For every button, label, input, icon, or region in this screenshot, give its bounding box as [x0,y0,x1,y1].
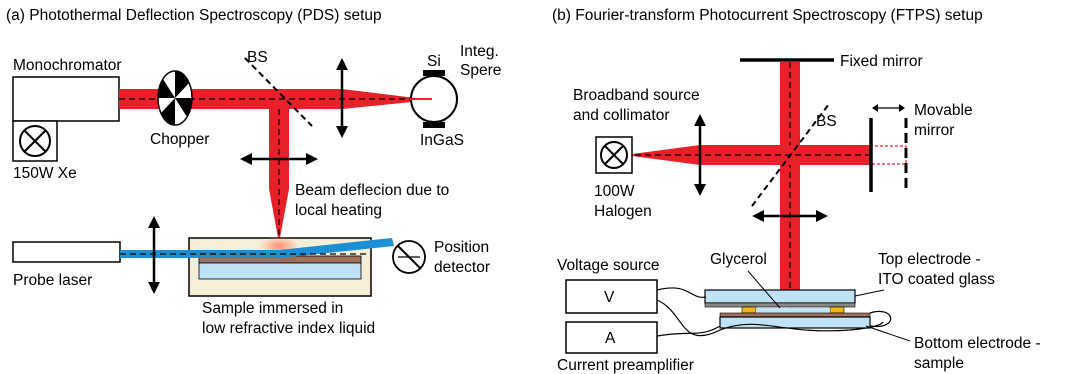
voltage-source-label: Voltage source [557,257,660,274]
position-detector-label-line2: detector [434,259,490,276]
monochromator-label: Monochromator [13,57,122,74]
pds-beamsplitter-icon [244,57,313,127]
top-electrode-label-line2: ITO coated glass [878,271,995,288]
panel-a-title: (a) Photothermal Deflection Spectroscopy… [6,7,382,24]
sample-label-line1: Sample immersed in [202,300,343,317]
current-preamp-label: Current preamplifier [557,357,694,374]
probe-laser-box [12,241,121,263]
probe-blue-beam [120,250,279,258]
halogen-lamp-icon [595,136,633,174]
current-preamp-symbol: A [605,330,616,347]
voltage-source-box [565,279,658,314]
ftps-focus-lens-icon [752,210,828,222]
collimator-lens-icon [694,114,706,196]
pds-red-beam-focus [342,89,432,109]
fixed-mirror-label: Fixed mirror [840,53,923,70]
pds-lens-vertical-icon [336,58,348,138]
monochromator-box [12,76,120,122]
pds-lens-horizontal-icon [240,153,318,165]
bottom-electrode-label-line1: Bottom electrode - [914,335,1041,352]
probe-lens-icon [148,216,160,294]
sphere-label-line1: Integ. [460,43,499,60]
source-label-line2: and collimator [573,107,670,124]
ftps-sample-stack [704,289,871,329]
chopper-icon [157,70,193,126]
bottom-electrode-label-line2: sample [914,355,964,372]
pds-beamsplitter-label: BS [247,49,268,66]
xe-lamp-icon [12,120,58,162]
voltage-source-symbol: V [604,289,615,306]
position-detector-label-line1: Position [434,239,489,256]
glycerol-label: Glycerol [710,251,767,268]
sample-cuvette [188,236,372,297]
panel-b-title: (b) Fourier-transform Photocurrent Spect… [552,7,983,24]
xe-lamp-label: 150W Xe [13,165,77,182]
si-detector-label: Si [427,53,441,70]
ingas-detector-label: InGaS [420,132,464,149]
panel-b: (b) Fourier-transform Photocurrent Spect… [552,7,1041,374]
deflection-label-line2: local heating [295,202,382,219]
ftps-beamsplitter-icon [751,103,830,207]
movable-mirror-icon [869,104,908,192]
top-electrode-label-line1: Top electrode - [878,251,981,268]
movable-mirror-label-line1: Movable [914,102,973,119]
panel-a: (a) Photothermal Deflection Spectroscopy… [6,7,501,337]
deflection-label-line1: Beam deflecion due to [295,182,449,199]
halogen-label-line1: 100W [594,183,635,200]
sample-label-line2: low refractive index liquid [202,320,375,337]
halogen-label-line2: Halogen [594,203,652,220]
position-detector-icon [392,240,426,274]
probe-laser-label: Probe laser [13,272,92,289]
chopper-label: Chopper [150,131,209,148]
movable-mirror-label-line2: mirror [914,122,954,139]
integrating-sphere-icon [410,70,458,128]
ftps-beamsplitter-label: BS [816,113,837,130]
current-preamp-box [565,321,658,354]
sphere-label-line2: Spere [460,62,501,79]
source-label-line1: Broadband source [573,87,700,104]
ftps-wires [656,287,892,337]
